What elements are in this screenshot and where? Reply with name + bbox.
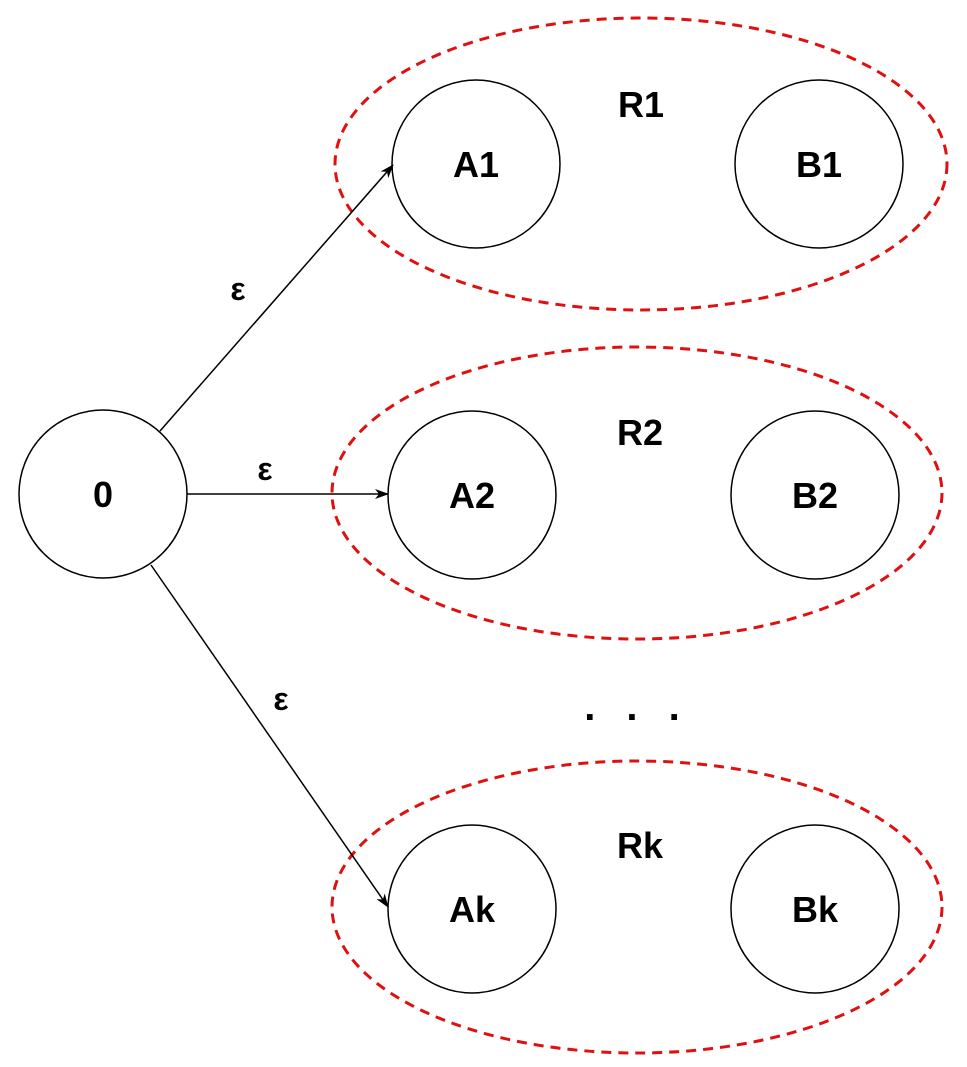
state-b1-label: B1 xyxy=(796,144,842,185)
state-ak-label: Ak xyxy=(449,889,496,930)
transition-0-to-ak-label: ε xyxy=(273,681,288,717)
group-rk-outline xyxy=(330,759,944,1055)
group-rk-label: Rk xyxy=(617,825,664,866)
group-r2: R2 A2 B2 xyxy=(330,345,944,641)
state-ak[interactable] xyxy=(387,824,557,994)
state-b1[interactable] xyxy=(734,79,904,249)
state-0-label: 0 xyxy=(93,474,113,515)
transition-0-to-a2-label: ε xyxy=(257,451,272,487)
group-r1: R1 A1 B1 xyxy=(333,16,949,312)
state-a2-label: A2 xyxy=(449,475,495,516)
state-0[interactable] xyxy=(18,409,188,579)
group-r2-label: R2 xyxy=(617,412,663,453)
state-b2-label: B2 xyxy=(792,475,838,516)
state-b2[interactable] xyxy=(730,410,900,580)
group-r1-outline xyxy=(333,16,949,312)
group-r1-label: R1 xyxy=(618,84,664,125)
more-groups-ellipsis: . . . xyxy=(584,685,690,729)
group-rk: Rk Ak Bk xyxy=(330,759,944,1055)
group-r2-outline xyxy=(330,345,944,641)
transition-0-to-a1[interactable] xyxy=(159,164,394,432)
state-bk-label: Bk xyxy=(792,889,839,930)
state-bk[interactable] xyxy=(730,824,900,994)
transition-0-to-a1-label: ε xyxy=(230,271,245,307)
state-a1-label: A1 xyxy=(453,144,499,185)
transition-0-to-ak[interactable] xyxy=(150,564,389,908)
state-a1[interactable] xyxy=(391,79,561,249)
